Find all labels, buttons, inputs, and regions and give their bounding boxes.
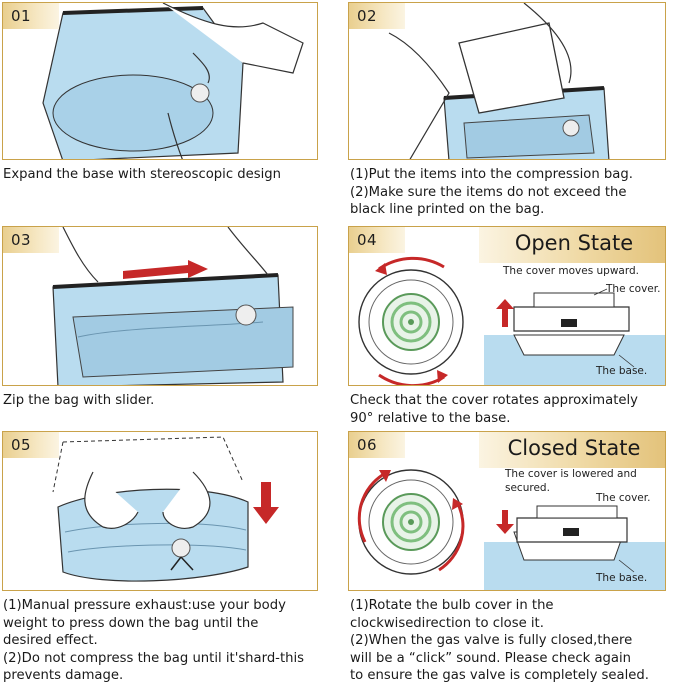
state-title-band	[479, 227, 665, 263]
label-cover-moves: The cover moves upward.	[503, 265, 640, 277]
step-03-caption: Zip the bag with slider.	[3, 393, 155, 408]
step-04-panel: 04 Open State The cover moves upward. Th…	[348, 226, 666, 386]
step-04-illustration	[358, 256, 665, 385]
step-03-illustration	[52, 227, 294, 385]
label-base: The base.	[596, 365, 648, 377]
state-title: Closed State	[507, 436, 641, 460]
step-03-panel: 03	[2, 226, 318, 386]
step-06-caption: (1)Rotate the bulb cover in the clockwis…	[350, 598, 649, 683]
step-02-panel: 02	[348, 2, 666, 160]
step-number-badge: 04	[349, 227, 405, 253]
label-cover: The cover.	[596, 492, 651, 504]
state-title: Open State	[514, 231, 634, 255]
step-05-caption: (1)Manual pressure exhaust:use your body…	[3, 598, 305, 683]
step-number-badge: 03	[3, 227, 59, 253]
step-02-caption: (1)Put the items into the compression ba…	[350, 167, 633, 217]
step-04-caption: Check that the cover rotates approximate…	[350, 393, 638, 426]
step-01-illustration	[42, 3, 304, 159]
step-01-panel: 01	[2, 2, 318, 160]
step-number-badge: 06	[349, 432, 405, 458]
step-02-illustration	[388, 3, 610, 159]
step-number-badge: 01	[3, 3, 59, 29]
step-number-badge: 02	[349, 3, 405, 29]
label-cover-lowered: The cover is lowered and	[505, 468, 637, 480]
step-01-caption: Expand the base with stereoscopic design	[3, 167, 282, 182]
step-06-illustration	[357, 469, 665, 590]
state-title-band	[479, 432, 665, 468]
label-cover: The cover.	[606, 283, 661, 295]
step-05-illustration	[52, 436, 279, 582]
label-base: The base.	[596, 572, 648, 584]
step-number-badge: 05	[3, 432, 59, 458]
step-05-panel: 05	[2, 431, 318, 591]
label-secured: secured.	[505, 482, 550, 494]
step-06-panel: 06 Closed State The cover is lowered and…	[348, 431, 666, 591]
